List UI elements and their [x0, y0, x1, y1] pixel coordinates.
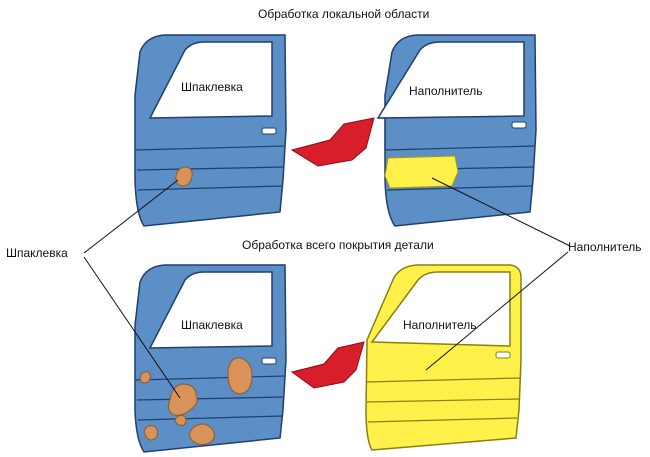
leader-lines: [83, 177, 571, 399]
door-handle: [261, 357, 277, 365]
label-putty-bottom: Шпаклевка: [181, 318, 243, 332]
label-filler-side: Наполнитель: [568, 240, 642, 254]
door-top-right: [376, 34, 537, 227]
door-window: [148, 41, 273, 119]
door-window: [370, 271, 511, 347]
label-putty-top: Шпаклевка: [181, 80, 243, 94]
arrow-right-bottom: [290, 341, 365, 389]
arrow-right-top: [290, 117, 375, 167]
label-filler-bottom: Наполнитель: [403, 318, 477, 332]
label-putty-side: Шпаклевка: [6, 246, 68, 260]
heading-full: Обработка всего покрытия детали: [242, 238, 434, 252]
door-handle: [495, 351, 511, 359]
heading-local: Обработка локальной области: [258, 7, 430, 21]
door-handle: [261, 127, 277, 135]
door-window: [148, 271, 273, 349]
door-handle: [511, 121, 527, 129]
filler-patch: [384, 155, 459, 189]
label-filler-top: Наполнитель: [409, 84, 483, 98]
door-bottom-right: [365, 264, 522, 451]
door-window: [376, 41, 525, 119]
door-bottom-left: [134, 264, 287, 453]
door-top-left: [134, 34, 287, 227]
putty-spot: [175, 166, 193, 187]
